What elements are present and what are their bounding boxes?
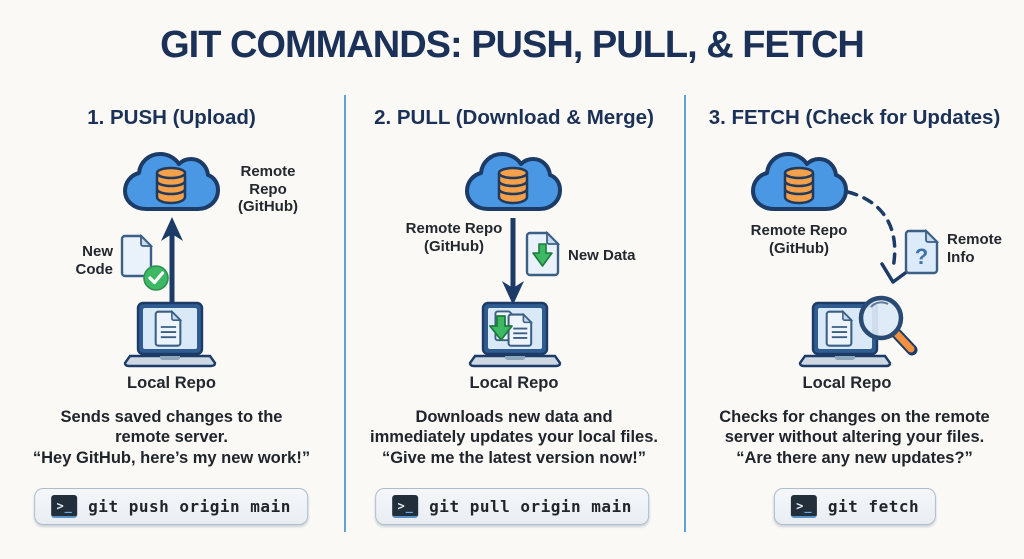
terminal-icon: >_: [51, 495, 78, 518]
database-icon: [155, 166, 187, 205]
column-pull: 2. PULL (Download & Merge) Remote Repo (…: [344, 0, 684, 559]
terminal-icon: >_: [392, 495, 419, 518]
push-description: Sends saved changes to the remote server…: [32, 408, 311, 467]
remote-info-label: Remote Info: [947, 231, 1003, 266]
cloud-icon: [465, 152, 562, 211]
download-arrow-icon: [489, 315, 513, 341]
cloud-icon: [123, 152, 220, 211]
column-divider-2: [684, 95, 686, 532]
document-icon: [825, 309, 854, 347]
fetch-heading: 3. FETCH (Check for Updates): [708, 106, 1001, 129]
check-icon: [143, 265, 169, 291]
remote-repo-label: Remote Repo (GitHub): [405, 220, 503, 255]
document-icon: [507, 312, 534, 347]
download-arrow-icon: [532, 243, 553, 267]
pull-command-box: >_ git pull origin main: [375, 488, 649, 525]
column-divider-1: [344, 95, 346, 532]
fetch-command-box: >_ git fetch: [773, 488, 937, 525]
local-repo-label: Local Repo: [802, 374, 892, 392]
dashed-arrow-icon: [846, 190, 910, 284]
push-heading: 1. PUSH (Upload): [87, 106, 256, 129]
database-icon: [783, 166, 815, 205]
question-mark-icon: ?: [915, 244, 928, 269]
laptop-icon: [798, 301, 892, 368]
document-icon: [154, 309, 183, 347]
push-command-text: git push origin main: [88, 497, 291, 516]
push-command-box: >_ git push origin main: [34, 488, 308, 525]
remote-repo-label: Remote Repo (GitHub): [750, 222, 848, 257]
new-code-label: New Code: [75, 243, 114, 278]
fetch-description: Checks for changes on the remote server …: [719, 408, 990, 467]
column-fetch: 3. FETCH (Check for Updates) Remote Repo…: [685, 0, 1024, 559]
down-arrow-icon: [502, 218, 524, 305]
new-code-file-icon: [120, 233, 169, 291]
magnifier-icon: [858, 295, 918, 356]
local-repo-label: Local Repo: [469, 374, 559, 392]
local-repo-label: Local Repo: [127, 374, 216, 392]
page-title: GIT COMMANDS: PUSH, PULL, & FETCH: [160, 24, 865, 66]
pull-heading: 2. PULL (Download & Merge): [374, 106, 654, 129]
new-data-file-icon: [525, 230, 561, 277]
pull-description: Downloads new data and immediately updat…: [370, 408, 658, 467]
terminal-icon: >_: [790, 495, 817, 518]
remote-repo-label: Remote Repo (GitHub): [238, 163, 298, 216]
pull-command-text: git pull origin main: [429, 497, 632, 516]
remote-info-file-icon: ?: [904, 228, 940, 275]
database-icon: [497, 166, 529, 205]
new-data-label: New Data: [568, 247, 636, 264]
fetch-command-text: git fetch: [827, 497, 920, 516]
cloud-icon: [751, 152, 848, 211]
column-push: 1. PUSH (Upload) Remote Repo (GitHub): [0, 0, 343, 559]
up-arrow-icon: [161, 217, 183, 302]
laptop-icon: [468, 301, 562, 368]
laptop-icon: [123, 301, 217, 368]
